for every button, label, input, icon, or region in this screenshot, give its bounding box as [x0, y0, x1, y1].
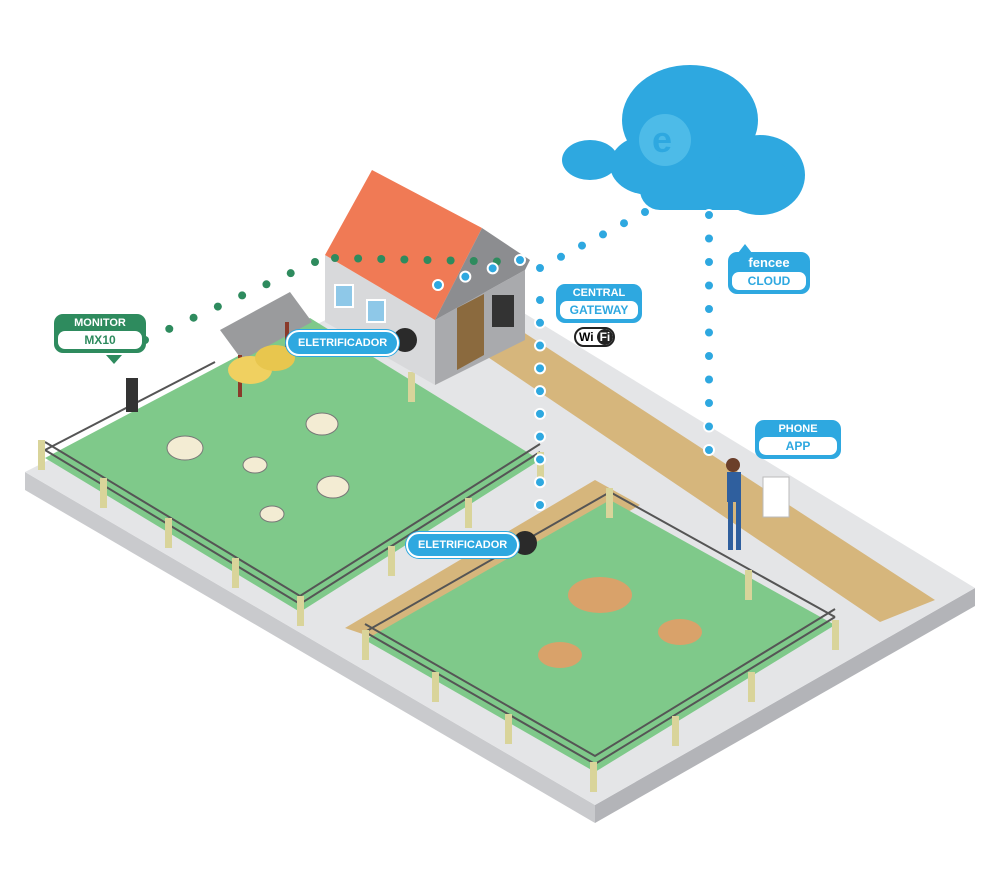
connection-dot — [514, 254, 526, 266]
monitor-label: MONITOR MX10 — [54, 314, 146, 353]
cloud-label: fencee CLOUD — [728, 252, 810, 294]
connection-dot — [354, 254, 363, 263]
connection-dot — [534, 262, 546, 274]
connection-dot — [534, 476, 546, 489]
phone-title: PHONE — [778, 423, 818, 435]
connection-dot — [189, 313, 198, 322]
connection-dot — [703, 350, 715, 362]
connection-dot — [555, 250, 567, 263]
connection-dot — [703, 420, 715, 433]
connection-dot — [423, 256, 432, 264]
connection-dot — [703, 373, 715, 386]
connection-dot — [534, 339, 546, 352]
farmer-with-phone — [726, 458, 790, 550]
connection-dot — [703, 326, 715, 339]
connection-dot — [703, 232, 715, 245]
connection-dot — [534, 294, 546, 306]
svg-text:e: e — [652, 119, 672, 160]
connection-dot — [432, 279, 444, 291]
sheep — [166, 412, 350, 523]
connection-dot — [534, 499, 546, 511]
cloud-brand: fencee — [748, 255, 790, 270]
monitor-label-tail — [106, 355, 122, 364]
cloud-value: CLOUD — [732, 272, 806, 290]
connection-dot — [576, 239, 588, 252]
monitor-device — [126, 378, 138, 412]
connection-dot — [165, 324, 174, 333]
phone-value: APP — [759, 437, 837, 455]
monitor-title: MONITOR — [74, 317, 126, 329]
connection-dot — [459, 270, 472, 283]
eletrificador-device-2 — [513, 531, 537, 555]
platform-side-right — [595, 588, 975, 823]
eletrificador-device-1 — [393, 328, 417, 352]
connection-dot — [618, 217, 630, 230]
connection-dot — [286, 269, 295, 278]
fencee-logo-icon — [639, 114, 691, 166]
connection-dot — [486, 262, 499, 275]
wifi-fi: Fi — [596, 329, 614, 345]
connection-dot — [703, 209, 715, 221]
cloud-label-tail — [738, 244, 752, 253]
fence-posts — [38, 372, 839, 792]
connection-dot — [703, 397, 715, 409]
wifi-wi: Wi — [579, 330, 594, 344]
sheep-field — [45, 318, 540, 612]
connection-dot — [534, 385, 546, 398]
eletrificador-label-1: ELETRIFICADOR — [286, 330, 400, 356]
connection-dot — [703, 256, 715, 268]
connection-dot — [238, 291, 247, 300]
connection-dot — [534, 453, 546, 466]
connection-dot — [446, 256, 455, 265]
connection-dot — [311, 258, 319, 266]
gateway-value: GATEWAY — [560, 301, 638, 319]
dirt-path-main — [470, 330, 935, 622]
connection-dot — [639, 206, 651, 218]
connection-dot — [213, 302, 222, 311]
dirt-path-cross — [345, 480, 640, 645]
connection-dot — [534, 430, 546, 443]
connection-dot — [262, 280, 271, 289]
connection-dot — [377, 255, 386, 263]
gateway-title: CENTRAL — [572, 287, 626, 299]
connection-dot — [703, 303, 715, 315]
cows — [538, 577, 702, 668]
connection-dot — [534, 407, 546, 420]
connection-dot — [534, 362, 546, 375]
connection-dot — [331, 254, 339, 262]
phone-label: PHONE APP — [755, 420, 841, 459]
eletrificador-label-2: ELETRIFICADOR — [406, 532, 520, 558]
connection-dot — [400, 255, 409, 264]
monitor-model: MX10 — [58, 331, 142, 349]
connection-dot — [469, 257, 478, 265]
platform-side-left — [25, 472, 595, 823]
gateway-label: CENTRAL GATEWAY — [556, 284, 642, 323]
connection-dots — [141, 206, 715, 511]
connection-dot — [597, 228, 609, 241]
connection-dot — [703, 444, 715, 456]
cow-field — [365, 500, 835, 772]
connection-dot — [703, 279, 715, 292]
connection-dot — [534, 316, 546, 329]
